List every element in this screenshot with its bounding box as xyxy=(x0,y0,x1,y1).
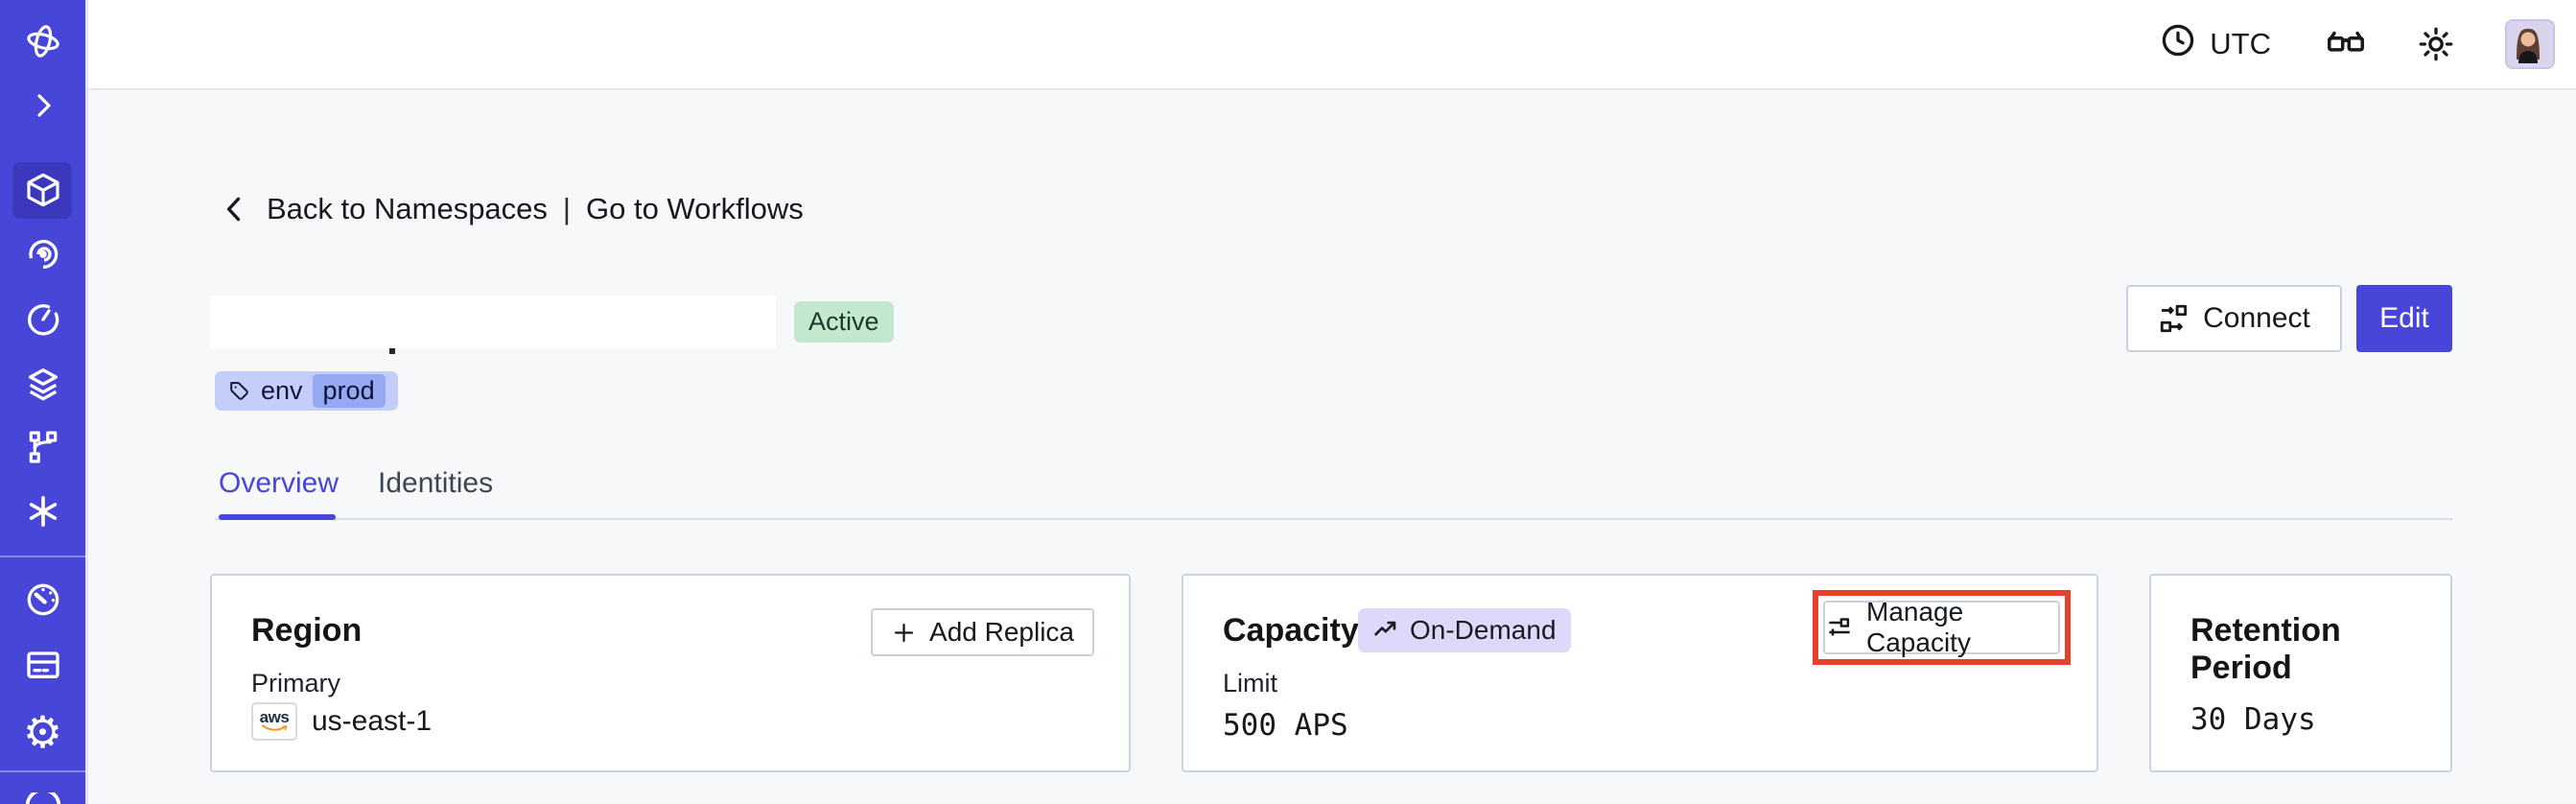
gear-icon[interactable]: ⚙ xyxy=(22,707,63,757)
edit-button[interactable]: Edit xyxy=(2356,285,2452,352)
clock-icon xyxy=(2160,22,2196,66)
aws-logo: aws xyxy=(251,702,297,741)
add-replica-label: Add Replica xyxy=(929,617,1074,647)
chevron-right-icon[interactable] xyxy=(0,88,85,123)
sliders-icon xyxy=(1825,613,1854,642)
status-badge: Active xyxy=(794,301,894,343)
breadcrumb-separator: | xyxy=(562,192,571,225)
connect-button[interactable]: Connect xyxy=(2126,285,2342,352)
capacity-limit-value: 500 APS xyxy=(1223,708,1348,743)
capacity-card: Capacity On-Demand xyxy=(1182,574,2098,772)
tag-value-chip: prod xyxy=(312,374,386,408)
annotation-highlight-box: Manage Capacity xyxy=(1813,590,2071,665)
tab-identities[interactable]: Identities xyxy=(378,467,494,499)
primary-label: Primary xyxy=(251,669,340,698)
chevron-left-icon[interactable] xyxy=(219,193,251,225)
tag-icon xyxy=(227,379,251,403)
connect-icon xyxy=(2158,302,2190,335)
asterisk-icon[interactable] xyxy=(0,492,85,531)
namespace-tag[interactable]: env prod xyxy=(215,371,398,411)
sidebar: ⚙ xyxy=(0,0,88,804)
limit-label: Limit xyxy=(1223,669,1278,698)
sidebar-edge-line xyxy=(85,0,88,804)
on-demand-badge: On-Demand xyxy=(1358,608,1571,652)
breadcrumb: Back to Namespaces | Go to Workflows xyxy=(219,192,804,226)
add-replica-button[interactable]: Add Replica xyxy=(871,608,1094,656)
namespace-title-redacted xyxy=(210,296,776,348)
partial-circle-icon[interactable] xyxy=(0,792,85,804)
region-card-title: Region xyxy=(251,612,363,649)
timer-icon[interactable] xyxy=(0,300,85,339)
connect-label: Connect xyxy=(2203,302,2310,334)
edit-label: Edit xyxy=(2379,302,2429,334)
retention-card: Retention Period 30 Days xyxy=(2149,574,2452,772)
active-tab-underline xyxy=(219,514,336,520)
timezone-control[interactable]: UTC xyxy=(2160,22,2271,66)
capacity-card-title: Capacity xyxy=(1223,612,1359,649)
sidebar-divider xyxy=(0,556,85,557)
reader-view-icon[interactable] xyxy=(2325,23,2367,65)
user-avatar[interactable] xyxy=(2505,19,2555,69)
layers-icon[interactable] xyxy=(0,365,85,405)
cube-icon[interactable] xyxy=(0,171,85,209)
tag-key: env xyxy=(261,376,303,405)
timezone-label: UTC xyxy=(2210,27,2271,60)
branch-icon[interactable] xyxy=(0,428,85,466)
manage-capacity-button[interactable]: Manage Capacity xyxy=(1823,597,2060,657)
temporal-logo[interactable] xyxy=(0,22,85,60)
credit-card-icon[interactable] xyxy=(0,646,85,684)
go-to-workflows-link[interactable]: Go to Workflows xyxy=(585,192,804,225)
trend-up-icon xyxy=(1372,617,1400,645)
on-demand-label: On-Demand xyxy=(1410,615,1557,645)
plus-icon xyxy=(891,620,917,646)
region-value: us-east-1 xyxy=(312,705,433,737)
region-value-row: aws us-east-1 xyxy=(251,702,432,741)
retention-value: 30 Days xyxy=(2190,702,2316,737)
topbar: UTC xyxy=(85,0,2576,90)
back-to-namespaces-link[interactable]: Back to Namespaces xyxy=(267,192,548,225)
brightness-icon[interactable] xyxy=(2417,25,2455,63)
region-card: Region Add Replica Primary aws us-east-1 xyxy=(210,574,1131,772)
gauge-icon[interactable] xyxy=(0,580,85,619)
tab-overview[interactable]: Overview xyxy=(219,467,340,499)
sidebar-divider xyxy=(0,770,85,772)
retention-card-title: Retention Period xyxy=(2190,612,2341,686)
tab-bar-line xyxy=(215,518,2452,520)
spiral-icon[interactable] xyxy=(0,235,85,273)
title-text-fragment xyxy=(389,348,395,354)
manage-capacity-label: Manage Capacity xyxy=(1866,597,1971,657)
